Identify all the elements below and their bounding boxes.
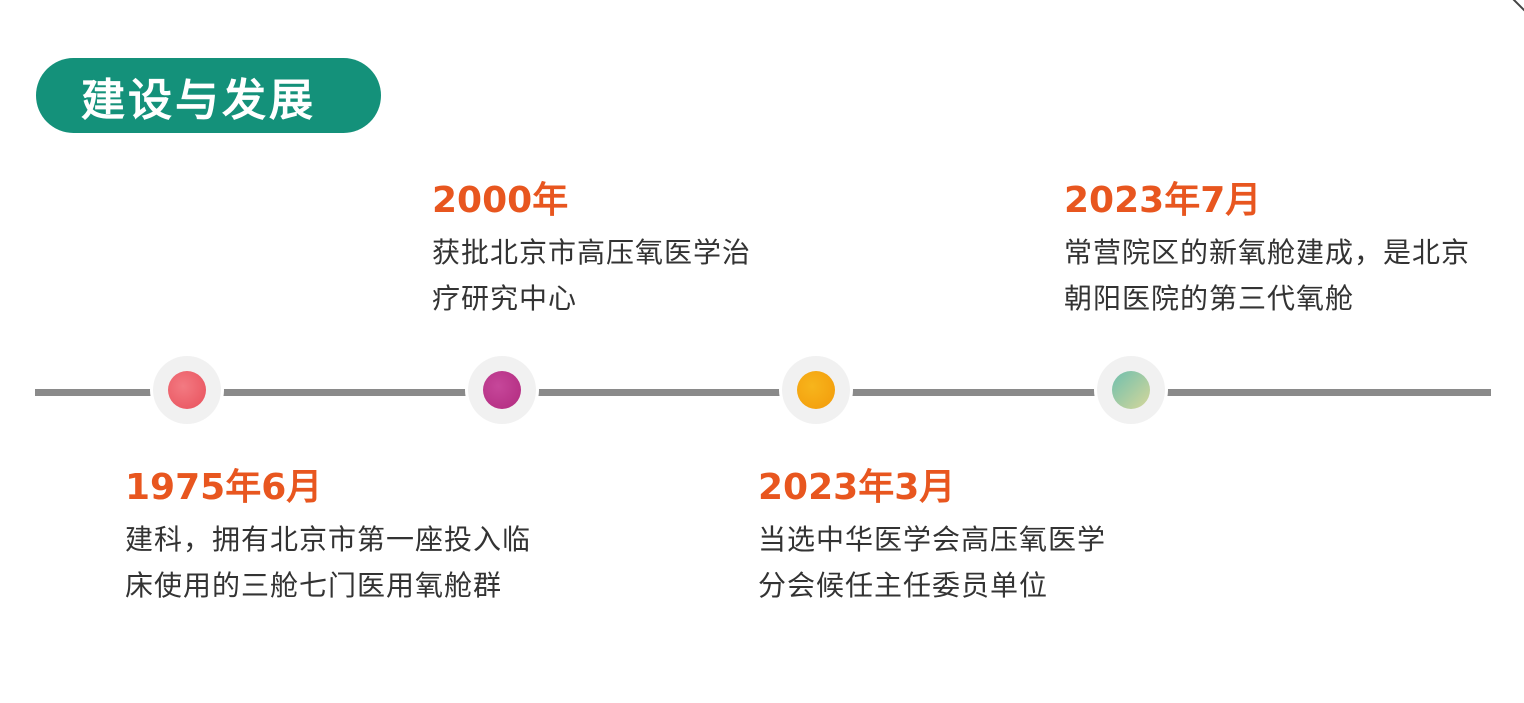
timeline-event-2000: 2000年 获批北京市高压氧医学治 疗研究中心 <box>432 180 751 322</box>
event-date: 2000年 <box>432 180 569 221</box>
event-description-line: 获批北京市高压氧医学治 <box>432 236 752 269</box>
timeline-dot-3 <box>797 371 835 409</box>
timeline-dot-4 <box>1112 371 1150 409</box>
timeline-node-3 <box>782 356 850 424</box>
event-description-line: 床使用的三舱七门医用氧舱群 <box>125 569 503 602</box>
event-description: 建科，拥有北京市第一座投入临 床使用的三舱七门医用氧舱群 <box>125 517 531 609</box>
event-date: 1975年6月 <box>125 467 323 508</box>
timeline-dot-1 <box>168 371 206 409</box>
section-title-pill: 建设与发展 <box>36 58 381 133</box>
event-date: 2023年7月 <box>1064 180 1262 221</box>
timeline-node-4 <box>1097 356 1165 424</box>
event-description-line: 建科，拥有北京市第一座投入临 <box>125 523 532 556</box>
timeline-node-1 <box>153 356 221 424</box>
event-description-line: 当选中华医学会高压氧医学 <box>758 523 1107 556</box>
event-date: 2023年3月 <box>758 467 956 508</box>
corner-mark <box>1509 0 1524 15</box>
event-description-line: 常营院区的新氧舱建成，是北京 <box>1064 236 1471 269</box>
event-description: 当选中华医学会高压氧医学 分会候任主任委员单位 <box>758 517 1106 609</box>
section-title: 建设与发展 <box>81 74 316 126</box>
timeline-event-2023-03: 2023年3月 当选中华医学会高压氧医学 分会候任主任委员单位 <box>758 467 1106 609</box>
event-description-line: 朝阳医院的第三代氧舱 <box>1064 282 1355 315</box>
timeline-event-1975-06: 1975年6月 建科，拥有北京市第一座投入临 床使用的三舱七门医用氧舱群 <box>125 467 531 609</box>
timeline-dot-2 <box>483 371 521 409</box>
timeline-line <box>35 389 1491 396</box>
event-description-line: 疗研究中心 <box>432 282 578 315</box>
event-description-line: 分会候任主任委员单位 <box>758 569 1049 602</box>
timeline-node-2 <box>468 356 536 424</box>
timeline-event-2023-07: 2023年7月 常营院区的新氧舱建成，是北京 朝阳医院的第三代氧舱 <box>1064 180 1470 322</box>
event-description: 常营院区的新氧舱建成，是北京 朝阳医院的第三代氧舱 <box>1064 230 1470 322</box>
event-description: 获批北京市高压氧医学治 疗研究中心 <box>432 230 751 322</box>
